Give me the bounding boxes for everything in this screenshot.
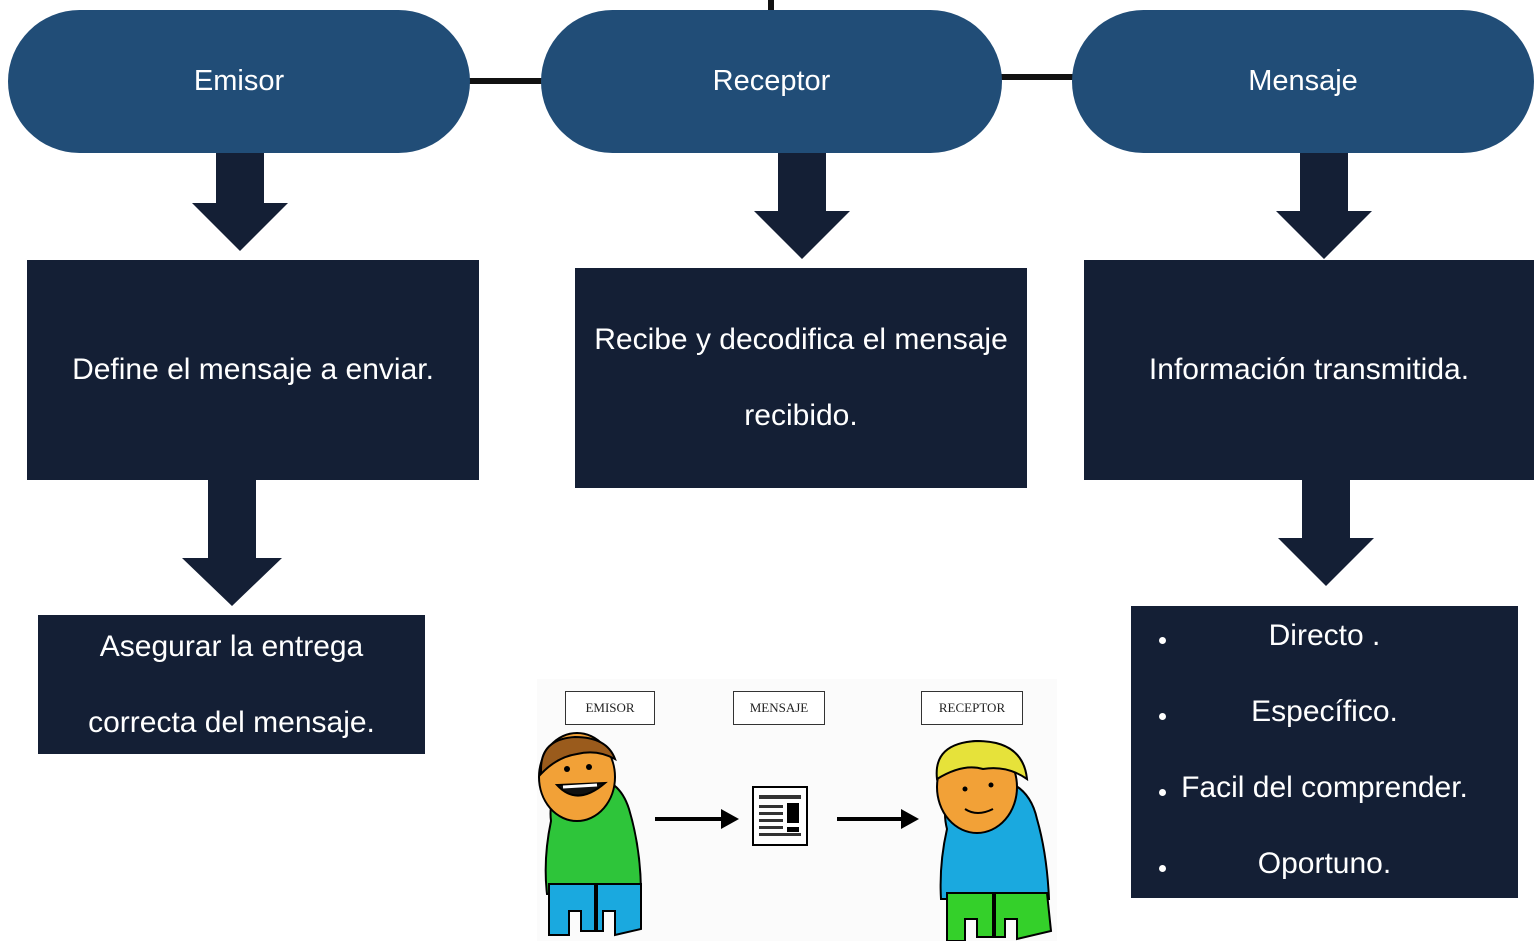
connector-emisor-receptor (465, 78, 545, 84)
communication-illustration: EMISOR MENSAJE RECEPTOR (537, 679, 1057, 941)
trait-text: Directo . (1268, 619, 1381, 652)
mensaje-traits-list: Directo . Específico. Facil del comprend… (1131, 606, 1518, 910)
arrow-right-icon (655, 809, 739, 829)
trait-text: Oportuno. (1257, 847, 1392, 880)
arrow-down-mensaje-traits (1278, 480, 1374, 586)
mensaje-traits-box: Directo . Específico. Facil del comprend… (1131, 606, 1518, 898)
tag-receptor: RECEPTOR (921, 691, 1023, 725)
tag-mensaje: MENSAJE (733, 691, 825, 725)
trait-item: Directo . (1131, 606, 1518, 682)
node-emisor-label: Emisor (193, 65, 285, 97)
box-receptor-definition-line2: recibido. (744, 399, 858, 432)
message-document-icon (752, 786, 808, 846)
box-emisor-definition: Define el mensaje a enviar. (27, 260, 479, 480)
connector-receptor-mensaje (998, 74, 1076, 80)
node-mensaje: Mensaje (1072, 10, 1534, 153)
node-emisor: Emisor (8, 10, 470, 153)
box-emisor-goal-line1: Asegurar la entrega (99, 629, 364, 663)
tag-emisor: EMISOR (565, 691, 655, 725)
arrow-right-icon (837, 809, 919, 829)
trait-item: Facil del comprender. (1131, 758, 1518, 834)
node-receptor: Receptor (541, 10, 1002, 153)
box-receptor-definition-line1: Recibe y decodifica el mensaje (594, 323, 1008, 356)
tag-mensaje-label: MENSAJE (749, 700, 809, 715)
trait-item: Oportuno. (1131, 834, 1518, 910)
bullet-icon (1159, 865, 1166, 872)
tag-receptor-label: RECEPTOR (938, 700, 1006, 715)
illustration-drawing (538, 732, 1053, 941)
receiver-person-icon (935, 739, 1053, 941)
box-receptor-definition: Recibe y decodifica el mensaje recibido. (575, 268, 1027, 488)
box-emisor-goal: Asegurar la entrega correcta del mensaje… (38, 615, 425, 754)
arrow-down-emisor-goal (182, 480, 282, 606)
arrow-down-mensaje (1276, 153, 1372, 259)
box-mensaje-definition-text: Información transmitida. (1148, 353, 1470, 386)
bullet-icon (1159, 789, 1166, 796)
arrow-down-emisor (192, 153, 288, 251)
bullet-icon (1159, 637, 1166, 644)
sender-person-icon (538, 732, 643, 937)
arrow-down-receptor (754, 153, 850, 259)
trait-item: Específico. (1131, 682, 1518, 758)
box-emisor-definition-text: Define el mensaje a enviar. (72, 353, 434, 386)
box-mensaje-definition: Información transmitida. (1084, 260, 1534, 480)
node-receptor-label: Receptor (712, 65, 831, 97)
trait-text: Facil del comprender. (1181, 771, 1468, 804)
bullet-icon (1159, 713, 1166, 720)
top-connector (768, 0, 774, 14)
box-emisor-goal-line2: correcta del mensaje. (88, 705, 375, 739)
tag-emisor-label: EMISOR (585, 700, 635, 715)
trait-text: Específico. (1251, 695, 1398, 728)
node-mensaje-label: Mensaje (1248, 65, 1358, 97)
